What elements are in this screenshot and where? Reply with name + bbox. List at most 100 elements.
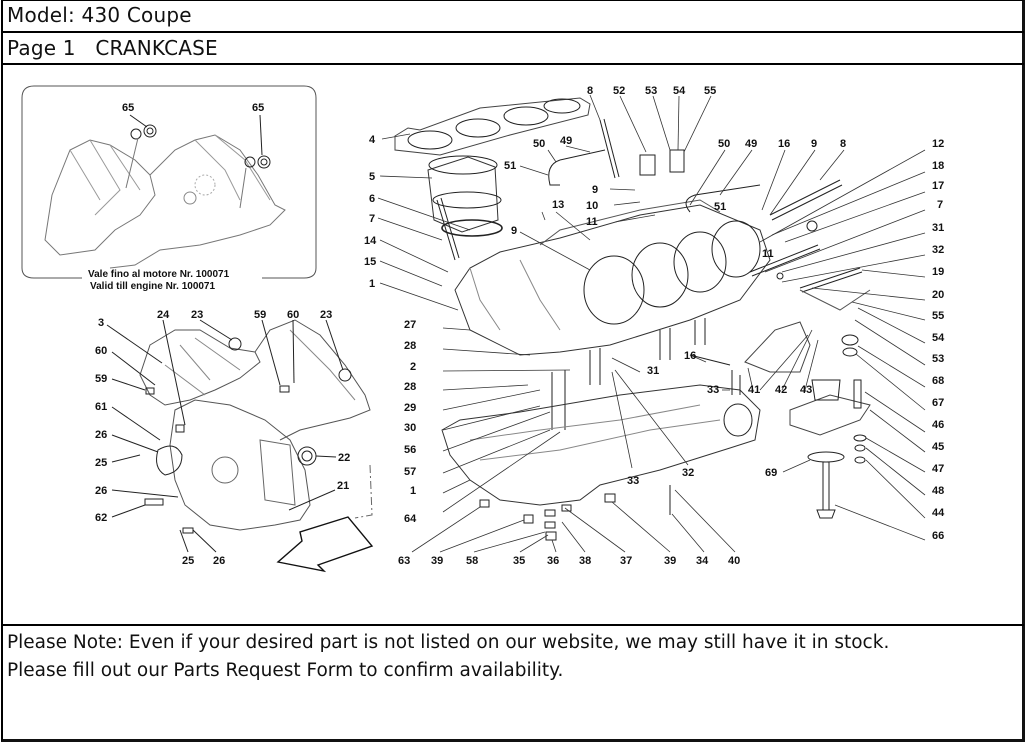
callout: 11 bbox=[762, 248, 774, 260]
callout: 11 bbox=[586, 216, 598, 228]
callout: 19 bbox=[932, 266, 944, 278]
direction-arrow bbox=[276, 516, 374, 573]
callout: 7 bbox=[369, 213, 375, 225]
callout: 60 bbox=[287, 309, 299, 321]
callout: 49 bbox=[560, 135, 572, 147]
callout: 39 bbox=[431, 555, 443, 567]
callout: 56 bbox=[404, 444, 416, 456]
callout: 26 bbox=[95, 429, 107, 441]
inset-labels: 65 65 Vale fino al motore Nr. 100071 Val… bbox=[88, 102, 264, 292]
callout: 47 bbox=[932, 463, 944, 475]
callout: 50 bbox=[533, 138, 545, 150]
callout: 44 bbox=[932, 507, 945, 519]
note-line-2: Please fill out our Parts Request Form t… bbox=[7, 660, 564, 681]
callout: 36 bbox=[547, 555, 559, 567]
page-row: Page 1 CRANKCASE bbox=[2, 33, 1024, 65]
page-label: Page 1 CRANKCASE bbox=[7, 36, 218, 60]
callout: 21 bbox=[337, 480, 349, 492]
callout: 23 bbox=[191, 309, 203, 321]
note-line-1: Please Note: Even if your desired part i… bbox=[7, 632, 890, 653]
callout: 66 bbox=[932, 530, 944, 542]
engine-block bbox=[394, 97, 871, 541]
callout: 23 bbox=[320, 309, 332, 321]
callout: 30 bbox=[404, 422, 416, 434]
callout: 32 bbox=[932, 244, 944, 256]
top-right-labels: 50 49 16 9 8 12 18 17 7 31 32 19 20 55 5… bbox=[714, 138, 945, 542]
callout: 7 bbox=[937, 199, 943, 211]
callout: 25 bbox=[95, 457, 107, 469]
left-group-labels: 3 60 59 61 26 25 26 62 25 26 24 23 59 60… bbox=[95, 309, 350, 567]
callout: 8 bbox=[587, 85, 593, 97]
callout: 8 bbox=[840, 138, 846, 150]
callout: 12 bbox=[932, 138, 944, 150]
callout-65: 65 bbox=[252, 102, 264, 114]
model-label: Model: 430 Coupe bbox=[7, 3, 192, 27]
callout: 69 bbox=[765, 467, 777, 479]
parts-note: Please Note: Even if your desired part i… bbox=[2, 624, 1024, 740]
inset-caption-line2: Valid till engine Nr. 100071 bbox=[90, 281, 215, 292]
timing-cover-group bbox=[106, 319, 374, 573]
callout: 3 bbox=[98, 317, 104, 329]
callout: 4 bbox=[369, 134, 376, 146]
callout: 68 bbox=[932, 375, 944, 387]
callout: 46 bbox=[932, 419, 944, 431]
callout: 41 bbox=[748, 384, 760, 396]
callout: 27 bbox=[404, 319, 416, 331]
crank-seal bbox=[297, 446, 317, 466]
callout: 50 bbox=[718, 138, 730, 150]
callout: 54 bbox=[932, 332, 945, 344]
callout: 31 bbox=[647, 365, 659, 377]
seal-ring-left bbox=[130, 128, 142, 140]
callout: 26 bbox=[95, 485, 107, 497]
callout: 17 bbox=[932, 180, 944, 192]
callout: 51 bbox=[504, 160, 516, 172]
callout: 26 bbox=[213, 555, 225, 567]
callout: 24 bbox=[157, 309, 170, 321]
callout: 31 bbox=[932, 222, 944, 234]
callout: 32 bbox=[682, 467, 694, 479]
callout: 64 bbox=[404, 513, 417, 525]
crankcase-diagram-svg: 65 65 Vale fino al motore Nr. 100071 Val… bbox=[21, 85, 945, 573]
callout: 54 bbox=[673, 85, 686, 97]
inset-caption-line1: Vale fino al motore Nr. 100071 bbox=[88, 269, 230, 280]
callout: 28 bbox=[404, 381, 416, 393]
callout: 16 bbox=[684, 350, 696, 362]
callout: 10 bbox=[586, 200, 598, 212]
callout: 9 bbox=[592, 184, 598, 196]
callout: 53 bbox=[932, 353, 944, 365]
callout: 38 bbox=[579, 555, 591, 567]
callout: 45 bbox=[932, 441, 944, 453]
callout: 55 bbox=[932, 310, 944, 322]
callout: 42 bbox=[775, 384, 787, 396]
lower-center-labels: 27 28 2 28 29 30 56 57 1 64 63 39 58 35 … bbox=[398, 319, 812, 567]
callout: 29 bbox=[404, 402, 416, 414]
callout: 58 bbox=[466, 555, 478, 567]
callout: 67 bbox=[932, 397, 944, 409]
callout: 28 bbox=[404, 340, 416, 352]
callout: 39 bbox=[664, 555, 676, 567]
callout: 25 bbox=[182, 555, 194, 567]
callout: 34 bbox=[696, 555, 709, 567]
callout: 57 bbox=[404, 466, 416, 478]
callout: 53 bbox=[645, 85, 657, 97]
callout: 1 bbox=[369, 278, 375, 290]
callout: 15 bbox=[364, 256, 376, 268]
callout: 33 bbox=[707, 384, 719, 396]
callout: 40 bbox=[728, 555, 740, 567]
callout: 1 bbox=[410, 485, 416, 497]
callout: 63 bbox=[398, 555, 410, 567]
callout: 5 bbox=[369, 171, 375, 183]
callout: 62 bbox=[95, 512, 107, 524]
callout: 60 bbox=[95, 345, 107, 357]
callout: 16 bbox=[778, 138, 790, 150]
callout: 18 bbox=[932, 160, 944, 172]
model-row: Model: 430 Coupe bbox=[2, 0, 1024, 33]
callout: 2 bbox=[410, 361, 416, 373]
callout: 49 bbox=[745, 138, 757, 150]
top-center-labels: 4 5 6 7 14 15 1 8 52 53 54 55 50 49 51 9… bbox=[364, 85, 716, 290]
callout: 51 bbox=[714, 201, 726, 213]
callout: 43 bbox=[800, 384, 812, 396]
callout: 35 bbox=[513, 555, 525, 567]
callout: 52 bbox=[613, 85, 625, 97]
callout: 20 bbox=[932, 289, 944, 301]
